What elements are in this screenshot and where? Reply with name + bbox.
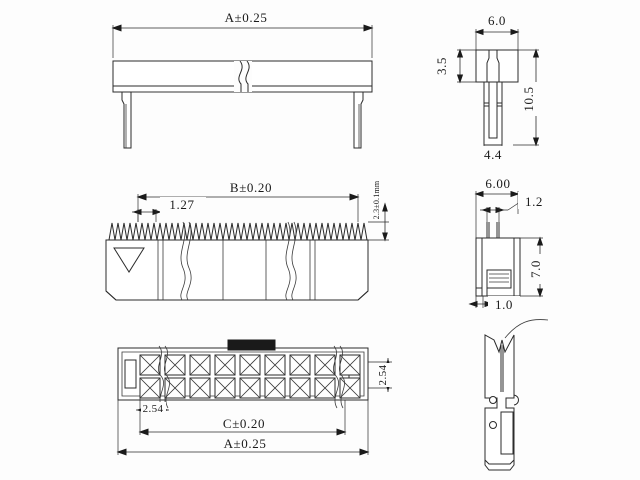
dim-label-row-pitch-left: 2.54 — [143, 403, 164, 415]
view-plan: 2.54 2.54 C±0.20 — [116, 339, 393, 456]
view-end: 6.0 3.5 10.5 — [434, 10, 541, 162]
dimension-body-height-end: 3.5 — [434, 48, 476, 84]
view-side-elevation: A±0.25 — [111, 8, 374, 149]
dimension-tooth-height: 2.3±0.1mm — [368, 180, 389, 242]
plan-pin-array — [139, 354, 361, 399]
dim-label-section-height: 7.0 — [528, 260, 543, 278]
dim-label-total-height-end: 10.5 — [521, 86, 536, 111]
pin-socket — [314, 377, 336, 399]
pin-socket — [339, 377, 361, 399]
break-lines-plan — [158, 345, 345, 409]
pin-socket — [214, 354, 236, 376]
dimension-section-wall: 1.2 — [480, 192, 552, 222]
front-elevation-body — [105, 221, 369, 301]
dim-label-b: B±0.20 — [230, 180, 272, 195]
dim-label-height-end: 3.5 — [434, 57, 449, 75]
sawtooth-profile — [108, 222, 368, 241]
dim-label-section-width: 6.00 — [485, 176, 510, 191]
plan-left-slot — [124, 359, 137, 389]
contact-leader-line — [504, 319, 549, 339]
pin-socket — [214, 377, 236, 399]
dim-label-a-top: A±0.25 — [225, 10, 268, 25]
pin-socket — [189, 354, 211, 376]
side-elevation-leg-left — [121, 91, 132, 149]
contact-hole-upper — [489, 396, 497, 404]
break-symbol-top — [234, 60, 252, 92]
side-elevation-leg-right — [353, 91, 364, 149]
view-contact-detail — [484, 319, 549, 471]
pin-socket — [289, 377, 311, 399]
contact-hole-lower — [489, 421, 497, 429]
dim-label-pitch: 1.27 — [169, 197, 194, 212]
dimension-total-height-end: 10.5 — [513, 48, 541, 147]
pin-socket — [164, 377, 186, 399]
pin-socket — [289, 354, 311, 376]
dim-label-section-foot: 1.0 — [495, 297, 513, 312]
contact-terminal-body — [484, 334, 519, 471]
pin-socket — [264, 377, 286, 399]
dimension-section-width: 6.00 — [474, 174, 522, 238]
pin-socket — [239, 377, 261, 399]
pin-socket — [314, 354, 336, 376]
dim-label-tooth-height: 2.3±0.1mm — [372, 180, 381, 219]
dim-label-c: C±0.20 — [223, 416, 265, 431]
dim-label-width-end: 6.0 — [488, 13, 506, 28]
dim-label-leg-span-end: 4.4 — [484, 147, 502, 162]
dim-label-a-bottom: A±0.25 — [224, 436, 267, 451]
plan-polarizing-key — [227, 339, 276, 351]
pin-socket — [339, 354, 361, 376]
end-view-body — [475, 49, 519, 146]
dim-label-row-pitch-right: 2.54 — [377, 364, 389, 385]
dimension-row-pitch-left: 2.54 — [136, 398, 169, 415]
view-front-elevation: B±0.20 1.27 2.3±0.1mm — [105, 178, 389, 301]
pin-one-triangle-marker — [113, 247, 145, 273]
view-cross-section: 6.00 1.2 7.0 — [468, 174, 552, 312]
pin-socket — [139, 377, 161, 399]
dim-label-section-wall: 1.2 — [525, 194, 543, 209]
pin-socket — [139, 354, 161, 376]
dimension-overall-length-bottom: A±0.25 — [116, 400, 370, 456]
dimension-overall-length-top: A±0.25 — [111, 8, 374, 58]
dimension-section-foot: 1.0 — [468, 296, 520, 312]
dimension-row-pitch-right: 2.54 — [368, 358, 393, 392]
cross-section-body — [475, 222, 521, 297]
break-lines-front — [180, 221, 297, 301]
contact-inner-rect — [500, 411, 514, 455]
plan-housing-inner — [121, 351, 365, 397]
pin-socket — [264, 354, 286, 376]
pin-socket — [239, 354, 261, 376]
dimension-pitch-horizontal: 1.27 — [132, 197, 206, 222]
dimension-section-height: 7.0 — [520, 236, 549, 298]
dimension-leg-span-end: 4.4 — [476, 145, 510, 162]
dimension-mount-length: C±0.20 — [138, 400, 347, 436]
pin-socket — [164, 354, 186, 376]
dimension-pin-field-length: B±0.20 — [136, 178, 360, 222]
dimension-body-width-end: 6.0 — [474, 10, 520, 50]
pin-socket — [189, 377, 211, 399]
